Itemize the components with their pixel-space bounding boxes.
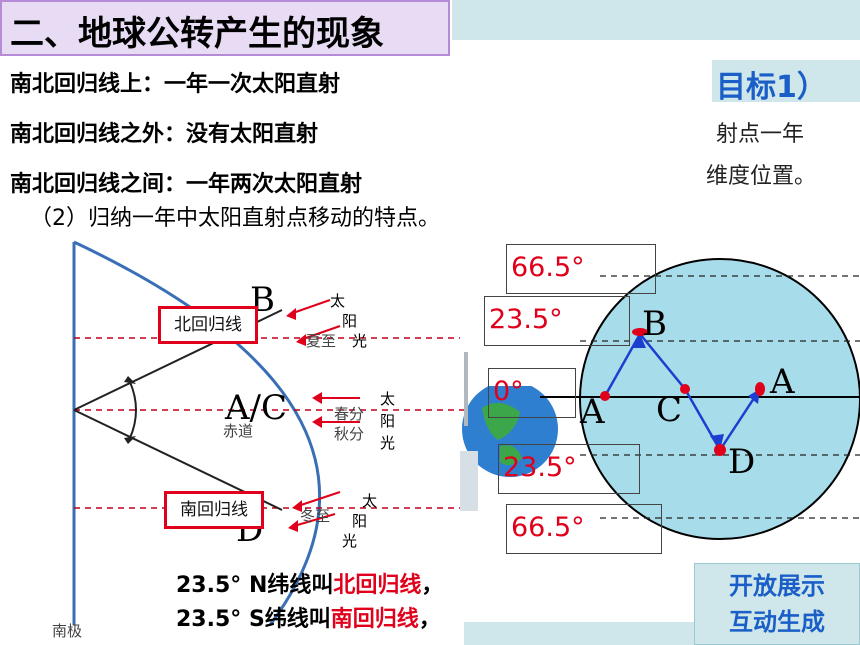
south-pole-label: 南极 xyxy=(52,622,83,640)
sun-mid-1: 太 xyxy=(380,390,396,408)
spring-label: 春分 xyxy=(334,405,365,423)
point-a2 xyxy=(755,382,765,396)
sun-bottom-3: 光 xyxy=(342,532,358,550)
label-d-right: D xyxy=(728,442,756,482)
sun-top-1: 太 xyxy=(330,292,346,310)
autumn-label: 秋分 xyxy=(334,425,365,443)
goal-bar xyxy=(712,60,860,102)
point-a1 xyxy=(600,391,610,401)
subtitle: （2）归纳一年中太阳直射点移动的特点。 xyxy=(30,206,440,231)
footer-bar xyxy=(464,622,694,645)
sun-top-3: 光 xyxy=(352,332,368,350)
angle-arc xyxy=(129,381,137,439)
sun-path-diagram xyxy=(460,258,860,540)
sun-mid-2: 阳 xyxy=(380,412,396,430)
open-display-button[interactable]: 开放展示 互动生成 xyxy=(694,563,860,645)
line-tropic-outside: 南北回归线之外：没有太阳直射 xyxy=(10,122,319,147)
partial-text-1: 射点一年 xyxy=(716,122,805,147)
bottom-line-2: 23.5° S纬线叫南回归线， xyxy=(176,607,441,632)
lat-label-0: 0° xyxy=(488,368,576,418)
partial-text-2: 维度位置。 xyxy=(706,164,817,189)
label-a-right-2: A xyxy=(770,362,795,402)
point-c xyxy=(680,384,690,394)
sun-bottom-2: 阳 xyxy=(352,512,368,530)
lat-label-66s: 66.5° xyxy=(506,504,662,554)
header-bar xyxy=(452,0,860,40)
point-d xyxy=(714,444,726,456)
sun-top-2: 阳 xyxy=(342,312,358,330)
line-tropic-between: 南北回归线之间：一年两次太阳直射 xyxy=(10,172,363,197)
title-box xyxy=(0,0,450,56)
lat-label-66n: 66.5° xyxy=(506,244,656,294)
north-tropic-box: 北回归线 xyxy=(158,306,258,344)
sun-mid-3: 光 xyxy=(380,434,396,452)
cta-line-2: 互动生成 xyxy=(729,608,825,636)
label-c-right: C xyxy=(656,390,683,430)
south-tropic-box: 南回归线 xyxy=(164,491,264,529)
goal-text: 目标1） xyxy=(716,70,827,105)
big-globe xyxy=(579,258,860,540)
label-ac-left: A/C xyxy=(225,388,288,428)
line-tropic-on: 南北回归线上：一年一次太阳直射 xyxy=(10,72,341,97)
cta-line-1: 开放展示 xyxy=(729,572,825,600)
lat-label-23s: 23.5° xyxy=(498,444,640,494)
equator-label: 赤道 xyxy=(223,422,254,440)
winter-label: 冬至 xyxy=(300,507,331,525)
page-title: 二、地球公转产生的现象 xyxy=(10,14,384,54)
summer-label: 夏至 xyxy=(306,332,337,350)
point-b xyxy=(632,328,648,336)
bottom-line-1: 23.5° N纬线叫北回归线， xyxy=(176,573,444,598)
label-b-right: B xyxy=(642,304,667,344)
earth-arc xyxy=(73,240,322,626)
label-a-right-1: A xyxy=(580,392,605,432)
lat-label-23n: 23.5° xyxy=(484,296,630,346)
sun-bottom-1: 太 xyxy=(362,492,378,510)
